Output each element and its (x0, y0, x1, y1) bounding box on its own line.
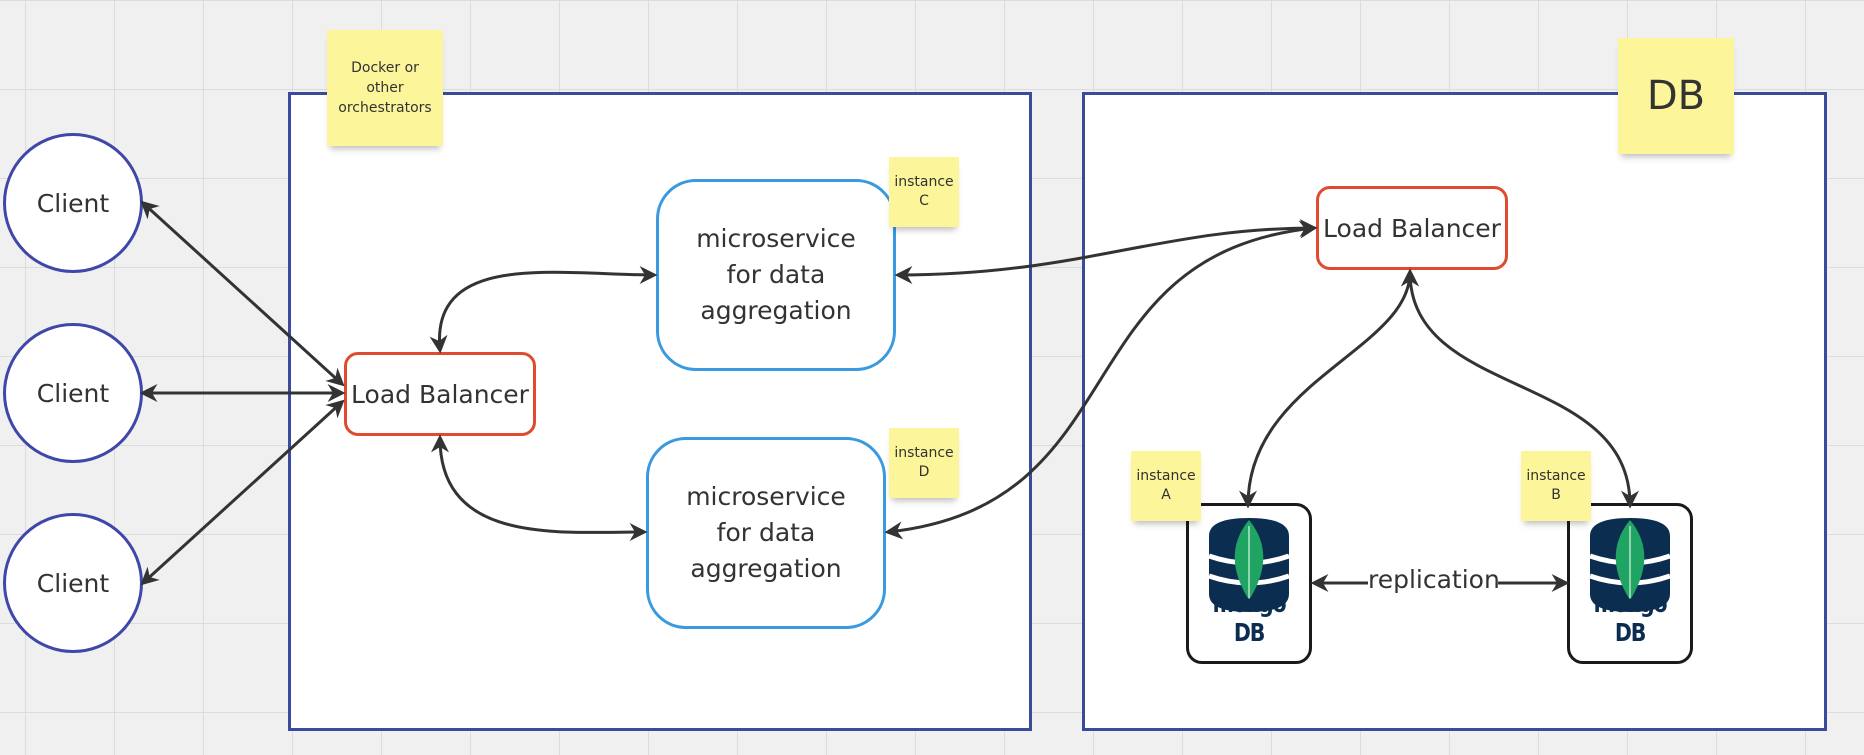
arrow-dblb-dbB (1401, 268, 1639, 509)
sticky-db[interactable]: DB (1618, 38, 1734, 154)
mongodb-label: mongo DB (1212, 589, 1287, 647)
replication-label: replication (1368, 565, 1500, 594)
mongodb-icon (1589, 518, 1671, 612)
microservice-label: microservice for data aggregation (686, 482, 846, 583)
mongodb-label: mongo DB (1593, 589, 1668, 647)
microservice-node[interactable]: microservice for data aggregation (656, 179, 896, 371)
load-balancer-label: Load Balancer (351, 379, 529, 409)
arrow-client3-lb (140, 399, 345, 586)
client-node[interactable]: Client (3, 323, 143, 463)
client-node[interactable]: Client (3, 513, 143, 653)
client-label: Client (36, 568, 110, 598)
arrow-lb-ms1 (429, 265, 658, 354)
arrow-lb-ms2 (431, 434, 648, 542)
sticky-orchestrators[interactable]: Docker or other orchestrators (327, 30, 443, 146)
arrow-client1-lb (140, 200, 345, 387)
mongodb-icon (1208, 518, 1290, 612)
microservice-node[interactable]: microservice for data aggregation (646, 437, 886, 629)
client-node[interactable]: Client (3, 133, 143, 273)
client-label: Client (36, 188, 110, 218)
arrow-ms2-dblb (884, 220, 1318, 540)
arrow-dblb-dbA (1239, 268, 1419, 509)
sticky-instance-c[interactable]: instance C (889, 157, 959, 227)
load-balancer-label: Load Balancer (1323, 213, 1501, 243)
arrow-ms1-dblb (894, 219, 1318, 284)
app-load-balancer[interactable]: Load Balancer (344, 352, 536, 436)
microservice-label: microservice for data aggregation (696, 224, 856, 325)
client-label: Client (36, 378, 110, 408)
mongodb-instance[interactable]: mongo DB (1567, 503, 1693, 664)
sticky-instance-a[interactable]: instance A (1131, 451, 1201, 521)
sticky-instance-b[interactable]: instance B (1521, 451, 1591, 521)
sticky-instance-d[interactable]: instance D (889, 428, 959, 498)
